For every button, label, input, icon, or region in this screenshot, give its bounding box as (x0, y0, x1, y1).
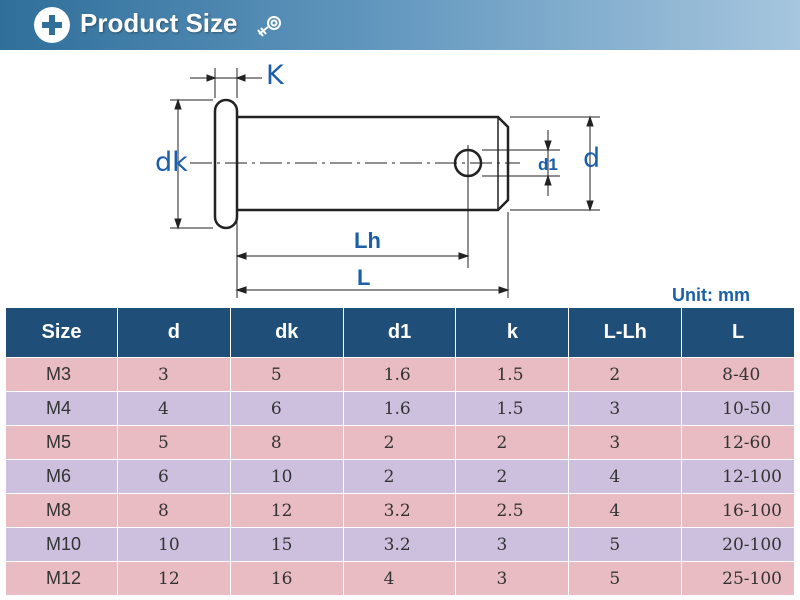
cell-size: M6 (5, 459, 118, 494)
table-row: M12 12 16 4 3 5 25-100 (5, 561, 795, 596)
cell-d1: 3.2 (342, 527, 457, 562)
cell-d1: 2 (342, 459, 457, 494)
cell-d: 8 (117, 493, 231, 528)
header-l-lh: L-Lh (568, 307, 683, 358)
cell-l-lh: 4 (568, 459, 683, 494)
table-row: M6 6 10 2 2 4 12-100 (5, 459, 795, 494)
cell-l: 12-100 (681, 459, 795, 494)
header-dk: dk (229, 307, 344, 358)
cell-d: 4 (117, 391, 231, 426)
cell-d1: 2 (342, 425, 457, 460)
pin-head (213, 98, 239, 230)
cell-k: 2 (455, 459, 570, 494)
cell-size: M12 (5, 561, 118, 596)
cell-k: 3 (455, 561, 570, 596)
header-l: L (681, 307, 795, 358)
plus-badge (34, 7, 70, 43)
cell-l-lh: 3 (568, 391, 683, 426)
header-k: k (455, 307, 570, 358)
cell-size: M5 (5, 425, 118, 460)
cell-size: M4 (5, 391, 118, 426)
cell-l: 16-100 (681, 493, 795, 528)
cell-d: 6 (117, 459, 231, 494)
cell-size: M10 (5, 527, 118, 562)
clevis-pin-drawing: K dk d1 d Lh L (0, 50, 800, 302)
cell-k: 1.5 (455, 391, 570, 426)
cell-d: 3 (117, 357, 231, 392)
size-table: Size d dk d1 k L-Lh L M3 3 5 1.6 1.5 2 8… (5, 307, 795, 596)
cell-d1: 1.6 (342, 391, 457, 426)
cell-k: 2 (455, 425, 570, 460)
header-d1: d1 (342, 307, 457, 358)
bolt-icon (257, 16, 281, 37)
cell-d1: 4 (342, 561, 457, 596)
cell-dk: 15 (229, 527, 344, 562)
header-band: Product Size (0, 0, 800, 50)
table-row: M10 10 15 3.2 3 5 20-100 (5, 527, 795, 562)
cell-dk: 12 (229, 493, 344, 528)
cell-d: 12 (117, 561, 231, 596)
table-row: M3 3 5 1.6 1.5 2 8-40 (5, 357, 795, 392)
pin-diagram (170, 68, 600, 298)
header-d: d (117, 307, 231, 358)
header-size: Size (5, 307, 118, 358)
table-row: M5 5 8 2 2 3 12-60 (5, 425, 795, 460)
cell-k: 1.5 (455, 357, 570, 392)
cell-dk: 16 (229, 561, 344, 596)
unit-label: Unit: mm (672, 285, 750, 305)
cell-dk: 6 (229, 391, 344, 426)
cell-l: 8-40 (681, 357, 795, 392)
cell-k: 3 (455, 527, 570, 562)
cell-l-lh: 5 (568, 527, 683, 562)
cell-size: M8 (5, 493, 118, 528)
cell-dk: 10 (229, 459, 344, 494)
cell-l: 20-100 (681, 527, 795, 562)
dim-label-lh: Lh (354, 228, 381, 253)
dim-label-d1: d1 (538, 155, 558, 174)
dim-label-dk: dk (155, 147, 188, 178)
cell-l: 12-60 (681, 425, 795, 460)
cell-k: 2.5 (455, 493, 570, 528)
cell-l: 10-50 (681, 391, 795, 426)
cell-size: M3 (5, 357, 118, 392)
page-title: Product Size (80, 8, 238, 38)
cell-d: 5 (117, 425, 231, 460)
dim-label-d: d (583, 143, 601, 174)
table-row: M8 8 12 3.2 2.5 4 16-100 (5, 493, 795, 528)
cell-d1: 3.2 (342, 493, 457, 528)
plus-icon (42, 15, 62, 35)
cell-dk: 8 (229, 425, 344, 460)
dim-label-l: L (357, 265, 371, 290)
cell-l-lh: 2 (568, 357, 683, 392)
cell-l-lh: 3 (568, 425, 683, 460)
table-row: M4 4 6 1.6 1.5 3 10-50 (5, 391, 795, 426)
cell-l-lh: 4 (568, 493, 683, 528)
table-header-row: Size d dk d1 k L-Lh L (5, 307, 795, 358)
cell-dk: 5 (229, 357, 344, 392)
dim-label-k: K (266, 60, 284, 91)
cell-l: 25-100 (681, 561, 795, 596)
cell-l-lh: 5 (568, 561, 683, 596)
cell-d: 10 (117, 527, 231, 562)
cell-d1: 1.6 (342, 357, 457, 392)
